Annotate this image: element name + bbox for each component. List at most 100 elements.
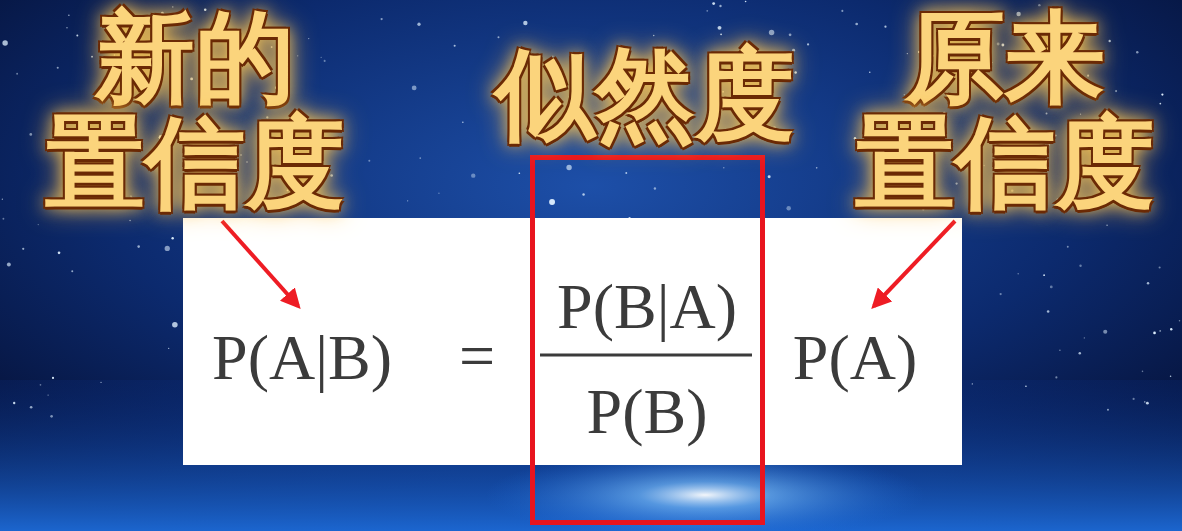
star	[712, 2, 715, 5]
star	[1025, 385, 1027, 387]
star	[91, 56, 93, 58]
star	[1159, 330, 1161, 332]
star	[972, 383, 973, 384]
star	[407, 200, 408, 201]
star	[380, 18, 382, 20]
star	[321, 57, 322, 58]
star	[1146, 402, 1149, 405]
star	[16, 73, 18, 75]
star	[76, 35, 78, 37]
star	[723, 167, 724, 168]
star	[1059, 350, 1061, 352]
star	[904, 94, 905, 95]
star	[884, 26, 886, 28]
star	[1103, 330, 1107, 334]
star	[1079, 352, 1082, 355]
star	[1106, 225, 1107, 226]
star	[13, 402, 15, 404]
star	[1079, 265, 1081, 267]
star	[1161, 93, 1163, 95]
star	[1047, 310, 1050, 313]
star	[1043, 274, 1045, 276]
callout-label: 原来 置信度	[840, 5, 1170, 215]
star	[308, 38, 309, 39]
star	[68, 15, 69, 16]
star	[137, 245, 140, 248]
star	[417, 23, 420, 26]
star	[66, 27, 67, 28]
formula-panel: P(A|B)=P(A)	[183, 218, 962, 465]
star	[57, 67, 59, 69]
star	[2, 40, 7, 45]
star	[519, 172, 521, 174]
highlight-frame: P(B|A) P(B)	[530, 155, 765, 525]
star	[438, 193, 439, 194]
star	[1170, 375, 1172, 377]
star	[654, 187, 656, 189]
star	[549, 199, 555, 205]
star	[7, 263, 11, 267]
numerator: P(B|A)	[557, 275, 737, 339]
star	[58, 251, 61, 254]
star	[171, 237, 173, 239]
star	[29, 133, 32, 136]
star	[841, 10, 843, 12]
star	[497, 36, 499, 38]
star	[1153, 332, 1156, 335]
star	[129, 220, 130, 221]
star	[2, 218, 4, 220]
star	[719, 5, 721, 7]
star	[2, 199, 3, 200]
star	[1000, 293, 1002, 295]
star	[71, 270, 73, 272]
star	[816, 167, 818, 169]
star	[168, 348, 169, 349]
star	[165, 246, 170, 251]
formula-term: P(A)	[793, 326, 917, 390]
star	[745, 1, 747, 3]
star	[324, 60, 326, 62]
star	[1107, 409, 1109, 411]
denominator: P(B)	[587, 380, 708, 444]
star	[412, 86, 417, 91]
star	[523, 21, 527, 25]
star	[50, 415, 53, 418]
star	[1136, 51, 1138, 53]
star	[768, 175, 771, 178]
star	[1115, 90, 1117, 92]
star	[807, 43, 809, 45]
star	[1159, 103, 1161, 105]
star	[454, 45, 456, 47]
star	[1050, 286, 1053, 289]
star	[625, 172, 627, 174]
star	[1147, 282, 1149, 284]
star	[1142, 371, 1144, 373]
star	[1170, 328, 1172, 330]
star	[653, 35, 655, 37]
star	[706, 10, 708, 12]
star	[1144, 401, 1145, 402]
star	[855, 23, 858, 26]
star	[1133, 398, 1135, 400]
star	[368, 160, 370, 162]
star	[22, 248, 24, 250]
star	[786, 206, 790, 210]
callout-label: 似然度	[475, 42, 815, 147]
star	[40, 384, 42, 386]
star	[769, 30, 774, 35]
star	[100, 382, 101, 383]
star	[462, 121, 464, 123]
star	[566, 165, 571, 170]
star	[1179, 320, 1180, 321]
star	[1067, 246, 1069, 248]
star	[720, 34, 722, 36]
star	[38, 224, 39, 225]
star	[718, 26, 722, 30]
star	[52, 377, 54, 379]
callout-label: 新的 置信度	[30, 5, 360, 215]
star	[172, 322, 178, 328]
equals-sign: =	[459, 324, 495, 388]
star	[30, 406, 33, 409]
star	[1017, 273, 1018, 274]
